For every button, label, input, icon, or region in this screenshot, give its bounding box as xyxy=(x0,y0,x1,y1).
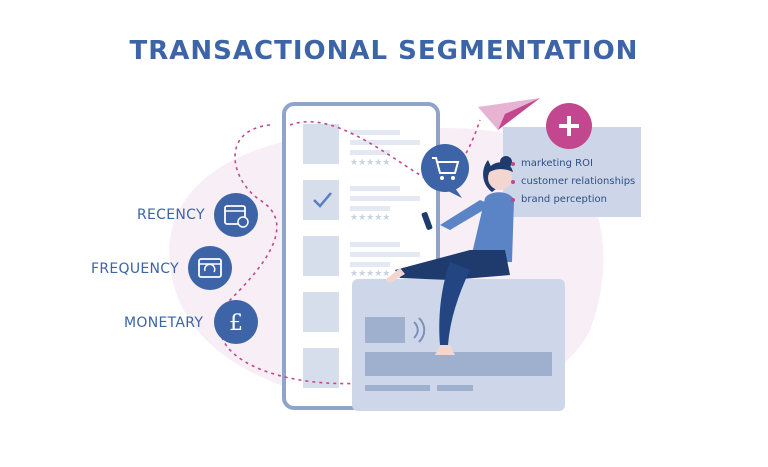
benefit-item: brand perception xyxy=(511,191,635,209)
benefit-item: customer relationships xyxy=(511,173,635,191)
svg-text:★★★★★: ★★★★★ xyxy=(350,213,390,223)
calendar-clock-icon xyxy=(214,193,258,237)
phone-list: ★★★★★ ★★★★★ ★★★★★ xyxy=(303,124,420,388)
svg-text:★★★★★: ★★★★★ xyxy=(350,269,390,279)
person-figure xyxy=(385,156,514,355)
contactless-icon xyxy=(413,317,426,343)
credit-card xyxy=(352,279,565,411)
recency-label: RECENCY xyxy=(137,207,205,223)
pound-sign-icon: £ xyxy=(214,300,258,344)
shopping-cart-icon xyxy=(421,144,469,198)
frequency-label: FREQUENCY xyxy=(91,261,179,277)
monetary-label: MONETARY xyxy=(124,315,204,331)
benefit-item: marketing ROI xyxy=(511,155,635,173)
check-icon xyxy=(313,192,332,208)
benefits-list: marketing ROI customer relationships bra… xyxy=(511,155,635,209)
calendar-refresh-icon xyxy=(188,246,232,290)
dashed-top-path xyxy=(289,119,481,181)
paper-plane-icon xyxy=(478,98,540,130)
dashed-journey-path xyxy=(219,124,469,385)
plus-icon xyxy=(546,103,592,149)
page-title: TRANSACTIONAL SEGMENTATION xyxy=(129,36,639,66)
svg-text:£: £ xyxy=(229,311,243,336)
svg-text:★★★★★: ★★★★★ xyxy=(350,158,390,168)
